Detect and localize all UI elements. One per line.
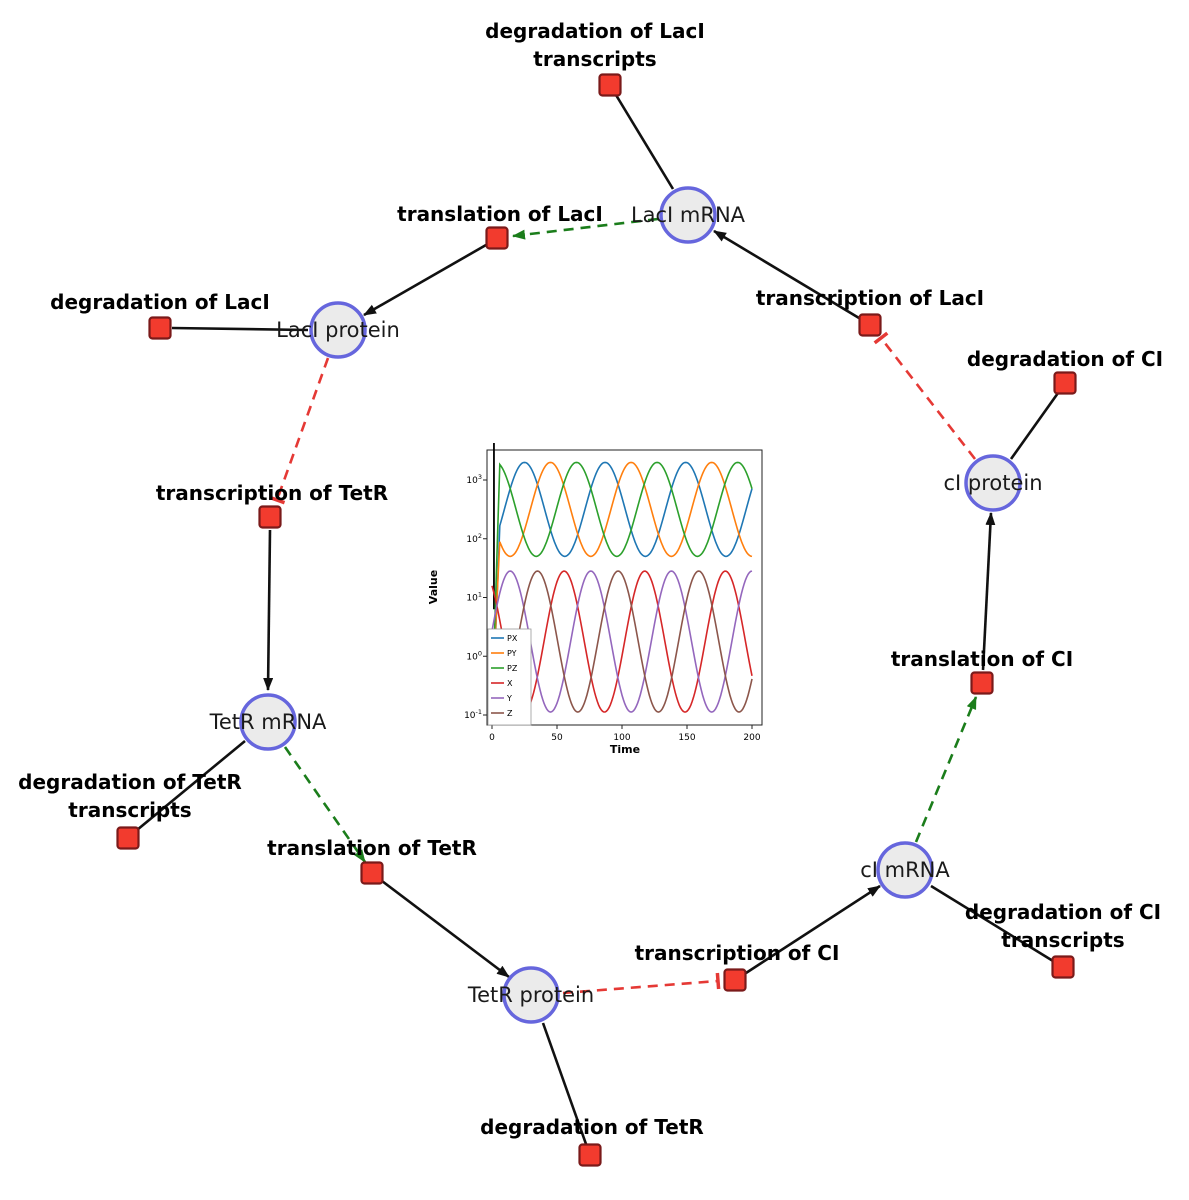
species-label-laci_protein: LacI protein: [276, 318, 400, 342]
y-tick-label: 102: [466, 532, 482, 545]
edge-laci_mrna-transl_laci: [512, 217, 659, 240]
reaction-label-deg_tetr: degradation of TetR: [480, 1115, 704, 1139]
reaction-node-txn_tetr[interactable]: [258, 505, 282, 529]
edge-transl_ci-ci_protein: [981, 512, 996, 671]
x-tick-label: 200: [743, 733, 760, 743]
species-node-tetr_mrna[interactable]: [239, 693, 297, 751]
edge-tetr_mrna-transl_tetr: [283, 746, 367, 863]
species-node-tetr_protein[interactable]: [502, 966, 560, 1024]
reaction-label-deg_ci: degradation of CI: [967, 347, 1163, 371]
species-label-laci_mrna: LacI mRNA: [631, 203, 746, 227]
x-tick-label: 50: [551, 733, 563, 743]
species-node-laci_protein[interactable]: [309, 301, 367, 359]
edge-deg_ci_tx-ci_mrna: [930, 884, 1054, 963]
reaction-label-txn_laci: transcription of LacI: [756, 286, 984, 310]
reaction-node-txn_ci[interactable]: [723, 968, 747, 992]
reaction-node-deg_ci[interactable]: [1053, 371, 1077, 395]
species-label-ci_protein: cI protein: [943, 471, 1042, 495]
species-label-tetr_mrna: TetR mRNA: [209, 710, 327, 734]
reaction-node-txn_laci[interactable]: [858, 313, 882, 337]
edge-deg_tetr-tetr_protein: [541, 1022, 588, 1145]
edge-txn_laci-laci_mrna: [713, 229, 860, 320]
y-tick-label: 100: [466, 649, 482, 662]
series-X: [491, 570, 753, 713]
reaction-label-txn_tetr: transcription of TetR: [156, 481, 388, 505]
chart-frame: [486, 449, 763, 726]
legend-box: [487, 628, 532, 726]
y-axis-label: Value: [427, 570, 440, 604]
series-PX: [491, 461, 753, 716]
chart-legend: PX PY PZ XYZ: [487, 628, 532, 726]
y-tick-label: 103: [466, 473, 482, 486]
x-axis-label: Time: [610, 743, 640, 756]
edge-transl_tetr-tetr_protein: [381, 879, 510, 979]
legend-label-Z: Z: [507, 709, 513, 718]
series-Z: [491, 570, 753, 713]
edge-deg_tetr_tx-tetr_mrna: [136, 739, 246, 832]
legend-label-PZ: PZ: [507, 664, 518, 673]
edge-tetr_protein-txn_ci: [562, 972, 721, 995]
x-tick-label: 0: [489, 733, 495, 743]
edge-laci_protein-txn_tetr: [268, 357, 330, 505]
species-node-laci_mrna[interactable]: [659, 186, 717, 244]
species-label-ci_mrna: cI mRNA: [860, 858, 950, 882]
reaction-node-transl_tetr[interactable]: [360, 861, 384, 885]
edge-ci_mrna-transl_ci: [914, 696, 978, 843]
edge-transl_laci-laci_protein: [363, 243, 487, 317]
y-tick-label: 10-1: [464, 708, 482, 721]
edge-txn_ci-ci_mrna: [745, 884, 881, 975]
reaction-label-deg_laci: degradation of LacI: [50, 290, 270, 314]
legend-label-Y: Y: [506, 694, 512, 703]
legend-label-X: X: [507, 679, 513, 688]
reaction-label-transl_laci: translation of LacI: [397, 202, 603, 226]
series-PZ: [491, 461, 753, 716]
species-node-ci_mrna[interactable]: [876, 841, 934, 899]
reaction-label-transl_ci: translation of CI: [891, 647, 1073, 671]
reaction-label-txn_ci: transcription of CI: [635, 941, 840, 965]
legend-label-PY: PY: [507, 649, 517, 658]
series-PY: [491, 461, 753, 716]
edge-txn_tetr-tetr_mrna: [263, 529, 274, 691]
edge-deg_laci-laci_protein: [171, 326, 309, 332]
edge-deg_ci-ci_protein: [1009, 392, 1060, 460]
reaction-node-transl_laci[interactable]: [485, 226, 509, 250]
series-Y: [491, 570, 753, 713]
reaction-node-deg_laci_tx[interactable]: [598, 73, 622, 97]
y-tick-label: 101: [466, 591, 482, 604]
edge-ci_protein-txn_laci: [873, 331, 977, 460]
reaction-node-deg_tetr[interactable]: [578, 1143, 602, 1167]
reaction-node-deg_laci[interactable]: [148, 316, 172, 340]
x-tick-label: 100: [613, 733, 630, 743]
edge-deg_laci_tx-laci_mrna: [614, 94, 675, 190]
legend-label-PX: PX: [507, 634, 518, 643]
species-label-tetr_protein: TetR protein: [467, 983, 594, 1007]
reaction-node-deg_ci_tx[interactable]: [1051, 955, 1075, 979]
reaction-node-transl_ci[interactable]: [970, 671, 994, 695]
x-tick-label: 150: [678, 733, 695, 743]
reaction-node-deg_tetr_tx[interactable]: [116, 826, 140, 850]
reaction-label-transl_tetr: translation of TetR: [267, 836, 477, 860]
species-node-ci_protein[interactable]: [964, 454, 1022, 512]
